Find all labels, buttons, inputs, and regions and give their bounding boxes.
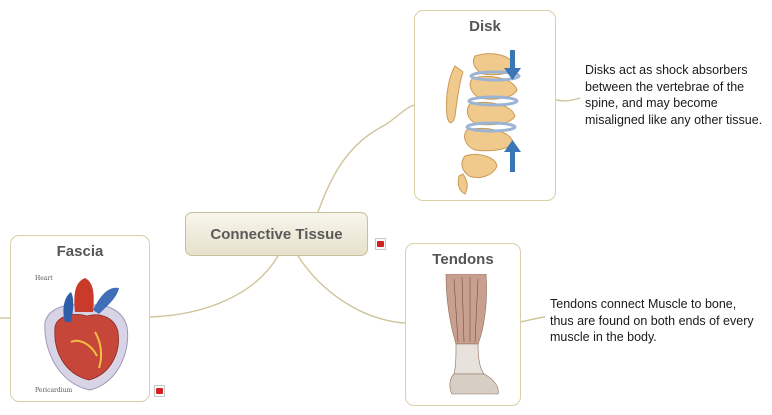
pericardium-label: Pericardium bbox=[35, 387, 73, 394]
central-topic-label: Connective Tissue bbox=[210, 225, 343, 243]
topic-note-disk: Disks act as shock absorbers between the… bbox=[585, 63, 763, 127]
central-topic[interactable]: Connective Tissue bbox=[185, 212, 368, 256]
topic-title-disk: Disk bbox=[469, 18, 501, 35]
ankle-tendon-illustration bbox=[445, 274, 499, 395]
topic-card-fascia[interactable]: Fascia Heart Pericardium bbox=[10, 235, 150, 402]
connector-tendons bbox=[297, 255, 406, 324]
note-icon[interactable] bbox=[154, 385, 165, 397]
heart-label: Heart bbox=[35, 275, 53, 282]
connector-tendons-note bbox=[519, 316, 546, 323]
topic-note-tendons: Tendons connect Muscle to bone, thus are… bbox=[550, 297, 754, 344]
topic-card-tendons[interactable]: Tendons bbox=[405, 243, 521, 406]
heart-pericardium-illustration: Heart Pericardium bbox=[35, 275, 129, 394]
connector-disk-note bbox=[555, 97, 581, 102]
topic-title-fascia: Fascia bbox=[56, 243, 104, 260]
note-icon[interactable] bbox=[375, 238, 386, 250]
connector-fascia bbox=[149, 255, 279, 318]
spine-vertebrae-illustration bbox=[446, 50, 521, 195]
topic-title-tendons: Tendons bbox=[432, 251, 494, 268]
connector-disk bbox=[317, 104, 415, 213]
topic-card-disk[interactable]: Disk bbox=[414, 10, 556, 201]
